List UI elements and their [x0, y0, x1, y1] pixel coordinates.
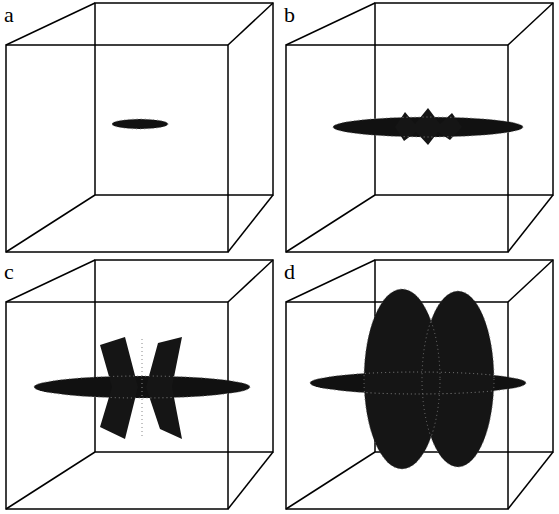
panel-label: d	[284, 261, 295, 283]
panel-label: a	[4, 4, 14, 26]
panel-b	[286, 3, 553, 252]
panel-d	[286, 260, 553, 509]
panel-c	[6, 260, 273, 509]
panel-label: b	[284, 4, 295, 26]
panel-a	[6, 3, 273, 252]
panel-label: c	[4, 261, 14, 283]
